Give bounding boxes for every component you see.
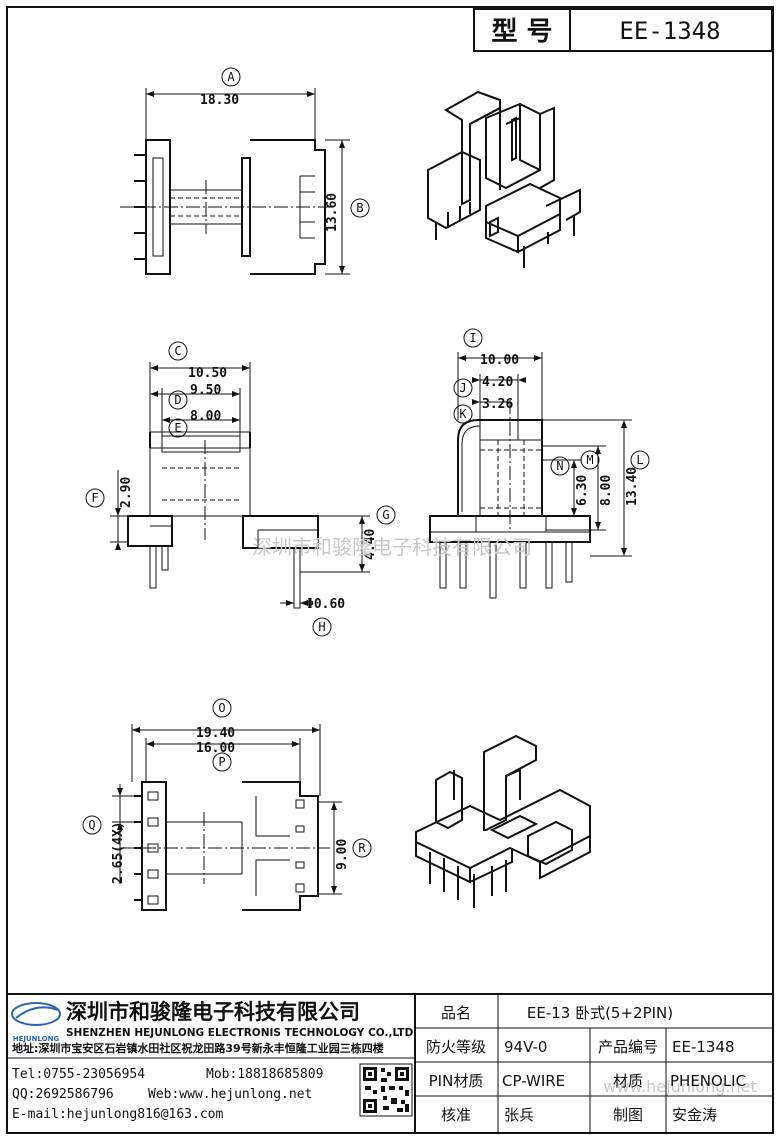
dim-3-26: 3.26 [482,397,513,412]
dim-phi-0-60: Φ0.60 [306,597,345,612]
dim-13-40: 13.40 [625,467,640,506]
tag-k: K [459,407,467,421]
company-mob: Mob:18818685809 [206,1067,323,1082]
approved-label: 核准 [441,1106,471,1124]
dim-10-50: 10.50 [188,366,227,381]
tag-n: N [556,459,563,473]
dim-2-90: 2.90 [119,477,134,508]
bottom-view: 19.40 O 16.00 P 2.65(4X) Q 9.00 R [82,698,372,911]
company-qq: QQ:2692586796 [12,1087,114,1102]
side-view: 10.50 9.50 8.00 C D E 2.90 F 4.40 G Φ0.6… [85,341,396,637]
fire-rating-label: 防火等级 [426,1038,486,1056]
tag-a: A [227,70,235,84]
approved-value: 张兵 [504,1106,534,1124]
front-view: 10.00 I 4.20 J 3.26 K 13.40 L 8.00 M [429,328,650,599]
dim-16-00: 16.00 [196,741,235,756]
tag-c: C [174,344,181,358]
fire-rating-value: 94V-0 [504,1038,547,1056]
tag-l: L [636,453,643,467]
dim-8-00-front: 8.00 [599,475,614,506]
title-block: HEJUNLONG 深圳市和骏隆电子科技有限公司 SHENZHEN HEJUNL… [7,993,773,1133]
tag-i: I [469,331,476,345]
company-name-en: SHENZHEN HEJUNLONG ELECTRONIS TECHNOLOGY… [66,1027,414,1039]
dim-4-40: 4.40 [363,529,378,560]
drawn-by-value: 安金涛 [672,1106,717,1124]
product-name-value: EE-13 卧式(5+2PIN) [527,1004,673,1022]
tag-h: H [318,620,325,634]
dim-9-50: 9.50 [190,383,221,398]
tag-b: B [356,201,363,215]
model-value: EE-1348 [619,17,720,45]
company-address: 地址:深圳市宝安区石岩镇水田社区祝龙田路39号新永丰恒隆工业园三栋四楼 [12,1041,384,1055]
dim-9-00: 9.00 [335,839,350,870]
isometric-view-upper [427,90,581,268]
tag-m: M [586,453,593,467]
material-value: PHENOLIC [670,1072,746,1090]
tag-f: F [91,491,98,505]
tag-d: D [174,393,181,407]
company-web: Web:www.hejunlong.net [148,1087,312,1102]
pin-material-value: CP-WIRE [502,1072,565,1090]
watermark-company: 深圳市和骏隆电子科技有限公司 [252,535,532,559]
dim-13-60: 13.60 [325,193,340,232]
dim-4-20: 4.20 [482,375,513,390]
dim-19-40: 19.40 [196,726,235,741]
tag-r: R [358,841,366,855]
logo-text: HEJUNLONG [13,1035,60,1043]
tag-g: G [382,508,389,522]
tag-q: Q [88,818,95,832]
drawn-by-label: 制图 [613,1106,643,1124]
model-label: 型 号 [491,17,552,47]
pin-material-label: PIN材质 [429,1072,484,1090]
dim-2-65-4x: 2.65(4X) [111,821,126,884]
tag-e: E [174,421,181,435]
dim-10-00: 10.00 [480,353,519,368]
sheet-border [6,6,774,1134]
tag-o: O [218,701,225,715]
model-box: 型 号 EE-1348 [473,8,773,52]
qr-code-icon [359,1063,413,1117]
product-code-label: 产品编号 [598,1038,658,1056]
isometric-view-lower [415,734,591,908]
top-view: 18.30 A 13.60 B [120,67,370,275]
dim-6-30: 6.30 [575,475,590,506]
company-tel: Tel:0755-23056954 [12,1067,145,1082]
material-label: 材质 [613,1072,643,1090]
company-email: E-mail:hejunlong816@163.com [12,1107,223,1122]
watermark-website: www.hejunlong.net [603,1077,756,1096]
tag-p: P [218,755,225,769]
dim-18-30: 18.30 [200,93,239,108]
product-code-value: EE-1348 [672,1038,735,1056]
tag-j: J [459,381,466,395]
company-name-cn: 深圳市和骏隆电子科技有限公司 [66,1000,360,1024]
dim-8-00: 8.00 [190,409,221,424]
product-name-label: 品名 [441,1004,471,1022]
company-logo: HEJUNLONG [11,1002,61,1043]
